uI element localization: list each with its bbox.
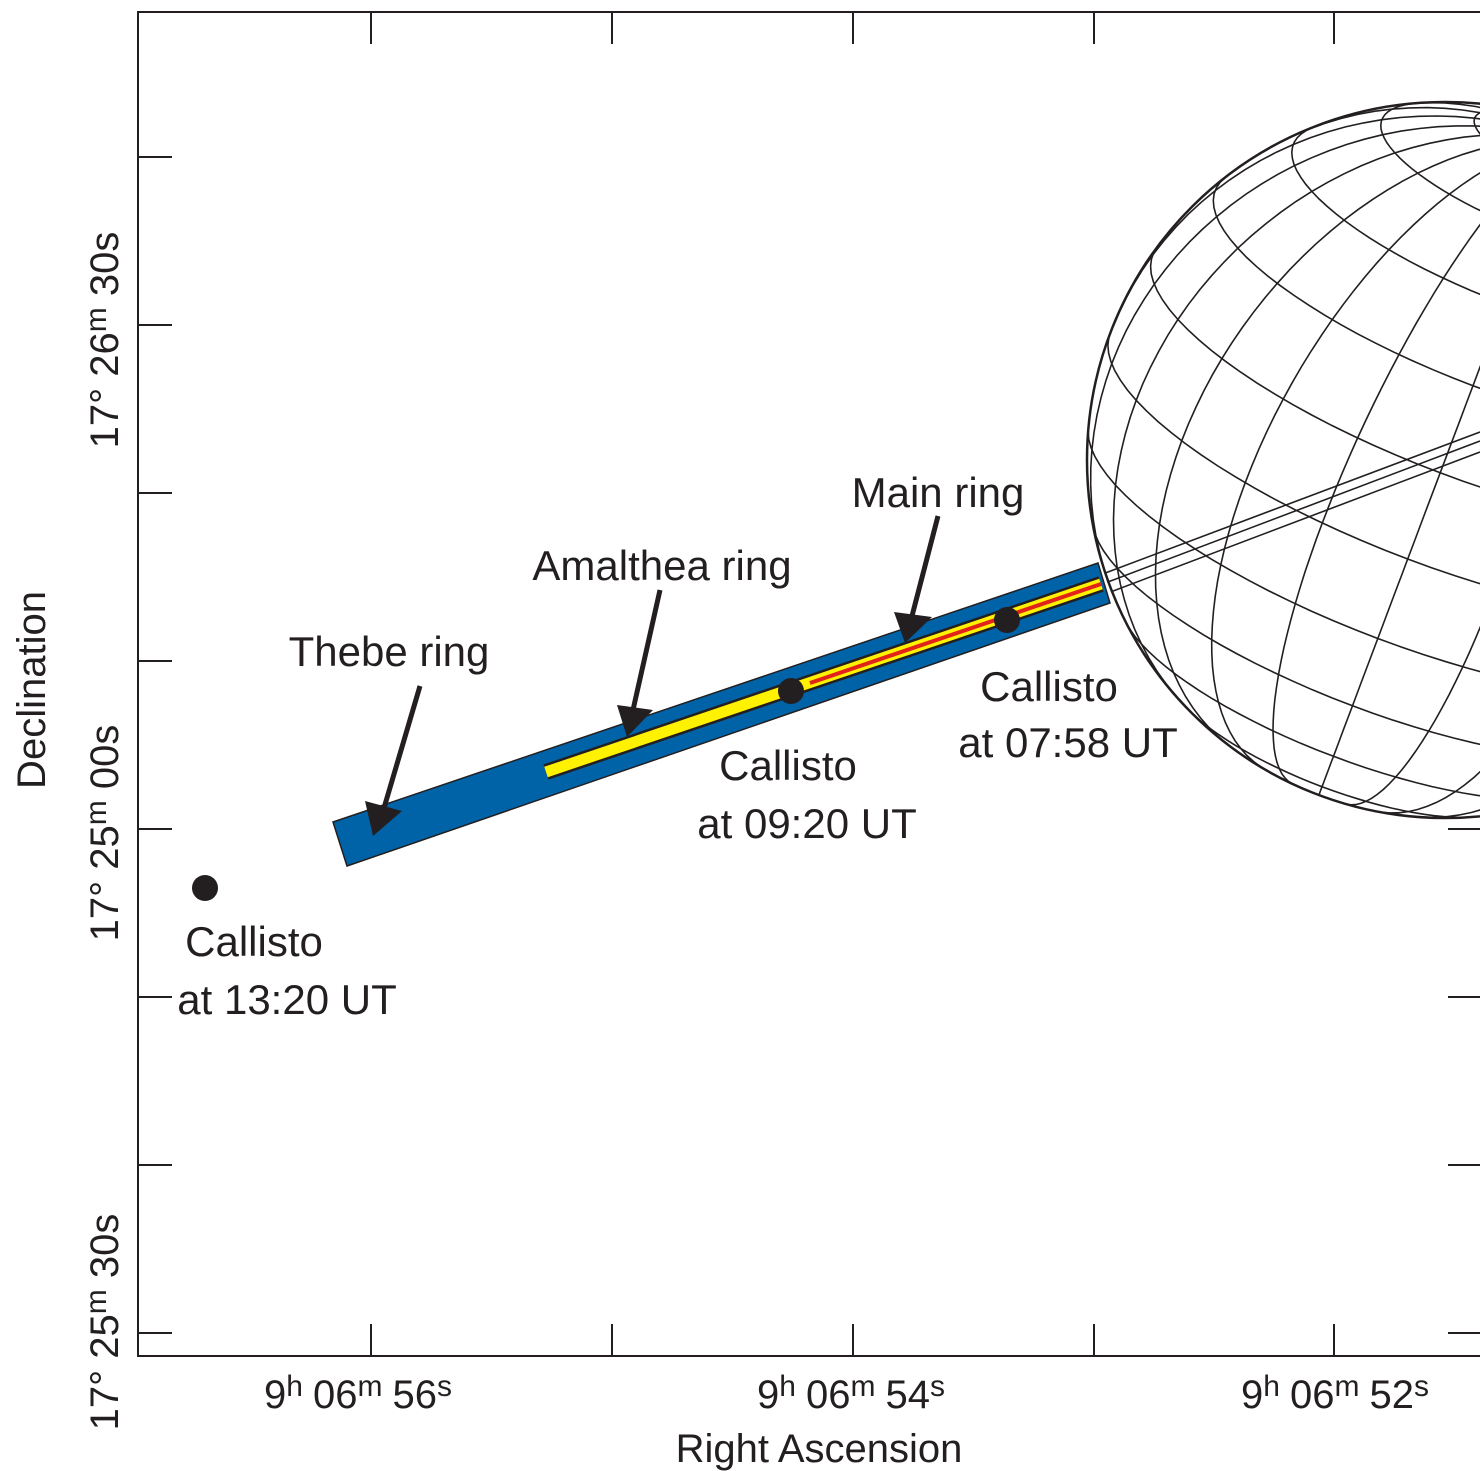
callisto-0920-time: at 09:20 UT [697, 800, 916, 847]
meridian-line [1210, 139, 1480, 768]
main-arrow-head [894, 612, 932, 643]
main-ring-label: Main ring [852, 469, 1025, 516]
meridian-line [1398, 102, 1480, 141]
callisto-1320-name: Callisto [185, 918, 323, 965]
pointer-arrows [365, 515, 941, 836]
callisto-dot-0920 [778, 678, 804, 704]
parallel-line [1125, 622, 1480, 801]
meridian-line [1380, 139, 1480, 814]
meridian-line [1103, 115, 1480, 352]
parallel-line [1107, 337, 1480, 622]
main-ring-band [809, 582, 1102, 685]
callisto-0758-time: at 07:58 UT [958, 719, 1177, 766]
thebe-arrow-shaft [381, 685, 423, 809]
amalthea-arrow-shaft [630, 589, 663, 711]
meridian-line [1276, 106, 1480, 145]
y-axis-title: Declination [10, 591, 54, 789]
parallel-line [1087, 431, 1480, 699]
parallel-line [1149, 245, 1480, 533]
parallel-line [1212, 176, 1480, 440]
plot-frame [137, 11, 1480, 1357]
callisto-markers [192, 607, 1020, 901]
callisto-0920-name: Callisto [719, 742, 857, 789]
meridian-line [1089, 125, 1480, 604]
callisto-dot-1320 [192, 875, 218, 901]
y-tick-label: 17° 26m 30s [80, 232, 127, 449]
y-tick-label: 17° 25m 00s [80, 725, 127, 942]
callisto-dot-0758 [994, 607, 1020, 633]
thebe-arrow-head [365, 801, 402, 836]
parallel-line [1185, 706, 1477, 818]
jupiter-disc [1085, 100, 1480, 820]
amalthea-ring-label: Amalthea ring [532, 542, 791, 589]
amalthea-arrow-head [617, 705, 653, 737]
thebe-ring-label: Thebe ring [289, 628, 490, 675]
meridian-line [1154, 138, 1480, 746]
callisto-0758-name: Callisto [980, 663, 1118, 710]
main-arrow-shaft [909, 515, 941, 617]
x-axis-title: Right Ascension [676, 1427, 963, 1471]
y-tick-label: 17° 25m 30s [80, 1214, 127, 1431]
parallel-line [1290, 126, 1480, 348]
parallel-line [1379, 102, 1480, 264]
callisto-1320-time: at 13:20 UT [177, 976, 396, 1023]
